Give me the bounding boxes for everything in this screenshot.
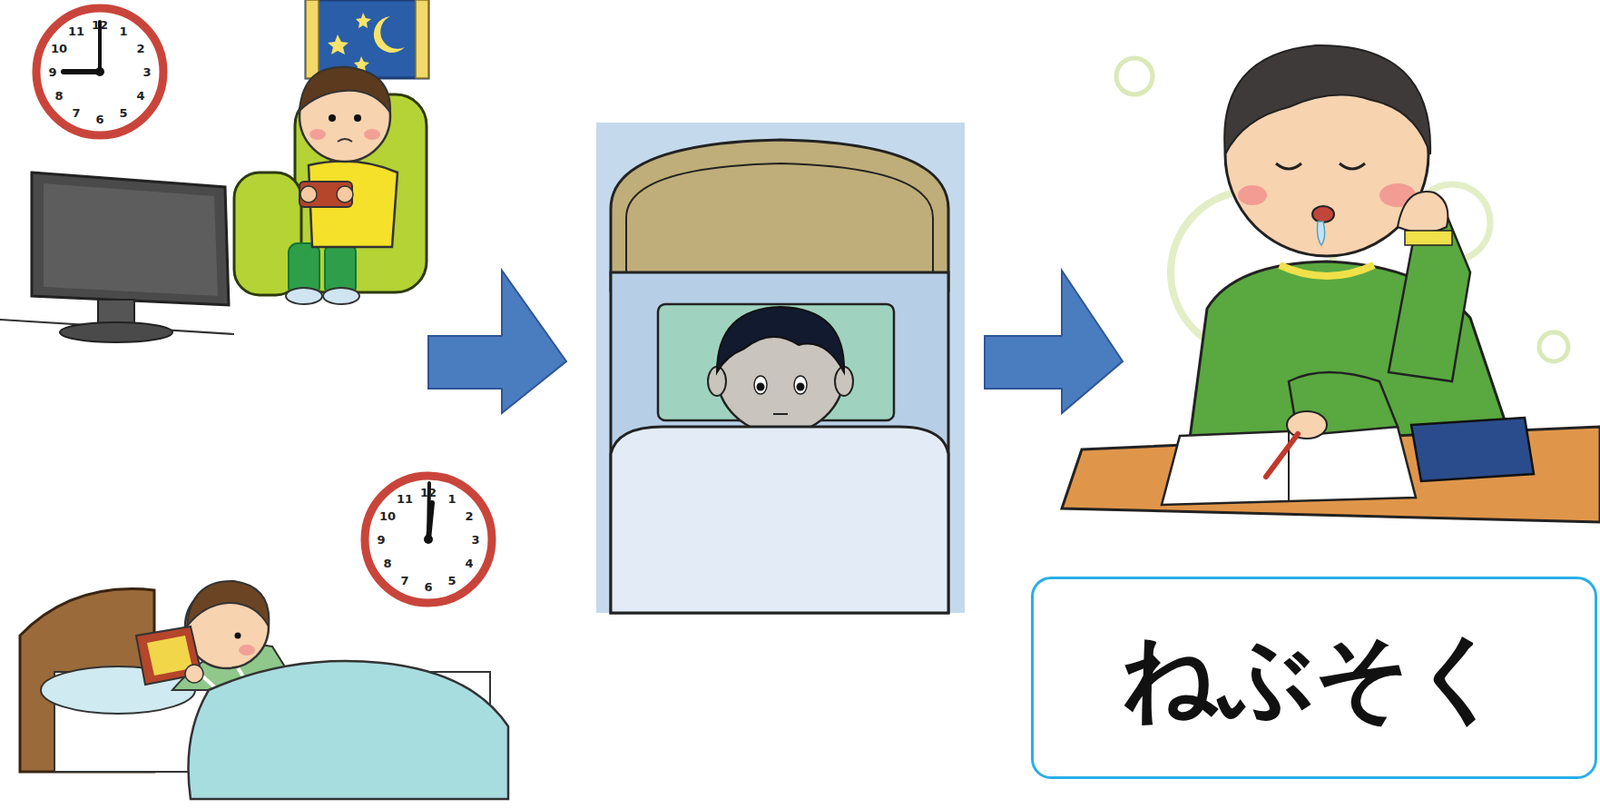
clock-numeral: 5	[118, 106, 128, 120]
boy-mouth	[773, 412, 788, 415]
sleep-bubble	[1539, 332, 1569, 362]
drool	[1317, 221, 1326, 246]
clock-numeral: 4	[137, 88, 146, 103]
clock-numeral: 3	[471, 532, 480, 547]
clock-center	[423, 534, 433, 544]
notebook	[1161, 426, 1416, 505]
game-device	[299, 181, 353, 207]
window-curtain	[415, 0, 429, 79]
sweater-collar	[1279, 265, 1375, 276]
boy-pupil	[756, 382, 766, 392]
clock-numeral: 9	[48, 65, 57, 79]
boy-hand	[300, 186, 317, 203]
boy-hair	[299, 67, 391, 113]
clock-numeral: 8	[382, 556, 392, 570]
boy-hair	[1224, 45, 1431, 155]
clock-numeral: 2	[137, 41, 146, 56]
boy-cheek	[238, 644, 256, 656]
node-label: ねぶそく	[1121, 614, 1507, 742]
boy-foot	[285, 287, 323, 305]
clock-numeral: 7	[400, 573, 409, 588]
boy-hair	[716, 306, 845, 373]
bed-frame	[610, 272, 949, 613]
boy-arm	[1388, 208, 1471, 382]
boy-eye	[754, 375, 767, 394]
book	[1411, 417, 1534, 481]
clock-numeral: 10	[379, 509, 396, 523]
clock-numeral: 2	[465, 509, 474, 523]
boy-hand	[336, 186, 354, 203]
boy-cheek	[1237, 185, 1267, 206]
clock-numeral: 12	[91, 18, 108, 32]
star-symbol	[355, 12, 372, 29]
boy-eye	[353, 114, 362, 122]
clock-numeral: 6	[423, 579, 432, 594]
moon-symbol	[373, 16, 405, 53]
clock-face	[36, 8, 164, 136]
clock-numeral: 12	[420, 485, 437, 500]
bed-headboard	[610, 139, 949, 291]
boy-eye	[328, 114, 336, 122]
flow-arrow	[984, 270, 1123, 413]
boy-hand	[1397, 191, 1448, 233]
clock-numeral: 7	[71, 106, 80, 120]
clock-numeral: 11	[396, 490, 413, 505]
clock-numeral: 11	[68, 23, 85, 38]
boy-cheek	[309, 128, 326, 140]
clock-hour-hand	[63, 68, 100, 75]
boy-closed-eye	[1339, 163, 1365, 169]
boy-eye	[794, 375, 807, 394]
boy-hair	[186, 580, 269, 627]
boy-foot	[323, 287, 360, 305]
sleeve-cuff	[1404, 230, 1453, 246]
boy-mouth	[1312, 206, 1335, 223]
clock-numeral: 9	[376, 532, 385, 547]
boy-eye	[235, 632, 242, 639]
clock-numeral: 6	[95, 112, 104, 127]
bed-blanket	[188, 660, 510, 799]
tv-base	[59, 322, 173, 343]
boy-closed-eye	[1276, 163, 1302, 169]
night-window	[305, 0, 429, 79]
clock-center	[95, 67, 105, 77]
sleep-bubble	[1116, 58, 1153, 95]
clock-numeral: 5	[447, 573, 456, 588]
clock-numeral: 1	[447, 490, 456, 505]
boy-pupil	[796, 382, 805, 392]
tv-monitor	[31, 172, 229, 305]
text-box: ねぶそく	[1030, 576, 1598, 779]
clock-numeral: 3	[142, 65, 151, 79]
clock-numeral: 4	[465, 556, 474, 570]
clock-numeral: 8	[54, 88, 63, 103]
bed-blanket	[610, 426, 949, 613]
window-curtain	[305, 0, 319, 79]
clock-numeral: 1	[118, 23, 128, 38]
night-panel	[596, 122, 965, 613]
clock-numeral: 10	[50, 41, 68, 56]
boy-hand	[185, 664, 204, 683]
pencil	[1266, 433, 1298, 477]
boy-cheek	[363, 128, 381, 140]
boy-mouth	[337, 138, 353, 142]
flow-arrow	[428, 270, 567, 413]
star-symbol	[327, 34, 349, 55]
clock-face	[364, 475, 492, 603]
boy-hand	[1286, 411, 1327, 439]
tv-screen	[43, 183, 218, 296]
